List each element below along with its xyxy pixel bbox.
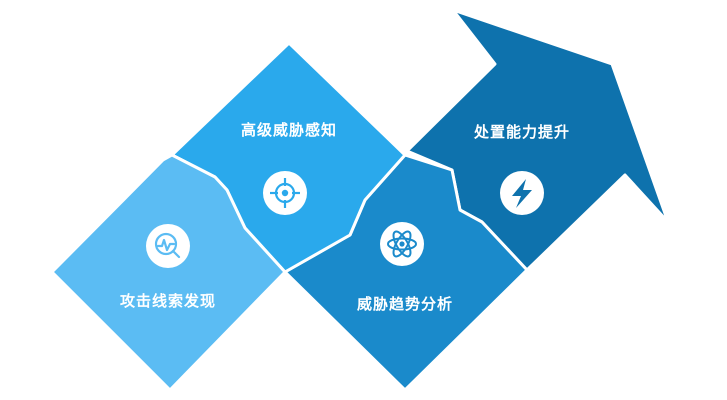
step-label-2: 高级威胁感知 [241,121,337,139]
target-center-dot [281,189,289,197]
lightning-bolt-icon [512,179,532,208]
step-label-1: 攻击线索发现 [120,292,216,310]
target-crosshair-icon [270,178,300,208]
chart-magnifier-icon [154,232,181,259]
atom-nucleus [399,241,405,247]
step-label-4: 处置能力提升 [473,123,570,141]
step-tile-2: 高级威胁感知 [170,41,407,274]
step-label-3: 威胁趋势分析 [357,295,453,313]
step-tile-4: 处置能力提升 [405,8,670,272]
step-tile-3: 威胁趋势分析 [283,153,529,392]
step-tile-1-shape [50,153,287,392]
step-tile-1: 攻击线索发现 [50,153,287,392]
atom-icon [387,230,417,258]
